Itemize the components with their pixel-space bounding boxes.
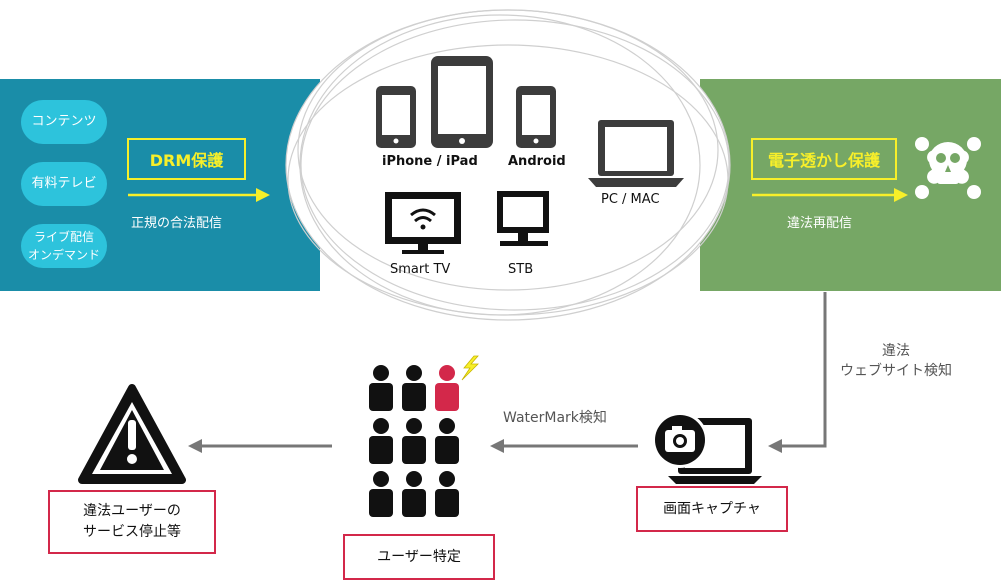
content-bubble: コンテンツ (21, 100, 107, 144)
illegal-redistribution-label: 違法再配信 (787, 216, 853, 231)
android-phone-icon (516, 86, 556, 148)
android-label: Android (508, 154, 566, 169)
stb-icon (497, 191, 549, 246)
illegal-site-detect-label: 違法 ウェブサイト検知 (840, 343, 952, 379)
drm-protection-label: DRM保護 (149, 151, 224, 170)
ipad-icon (431, 56, 493, 148)
screen-capture-icon (652, 412, 762, 484)
watermark-protection-label: 電子透かし保護 (767, 151, 880, 170)
paid-tv-bubble: 有料テレビ (21, 162, 107, 206)
watermark-protection-box: 電子透かし保護 (751, 138, 897, 180)
service-stop-box: 違法ユーザーの サービス停止等 (48, 490, 216, 554)
screen-capture-label: 画面キャプチャ (663, 500, 761, 517)
detect-arrow (780, 292, 827, 448)
live-vod-label: ライブ配信 オンデマンド (27, 230, 100, 262)
drm-arrow (128, 188, 270, 202)
lightning-icon (461, 355, 479, 381)
content-label: コンテンツ (31, 114, 97, 129)
warning-icon (78, 384, 186, 484)
identified-user-icon (435, 365, 459, 411)
drm-protection-box: DRM保護 (127, 138, 246, 180)
illegal-distribution-band (700, 79, 1001, 291)
smart-tv-label: Smart TV (390, 262, 451, 277)
iphone-ipad-label: iPhone / iPad (382, 154, 478, 169)
users-grid-icon (369, 355, 479, 517)
stb-label: STB (508, 262, 534, 277)
service-stop-label: 違法ユーザーの サービス停止等 (83, 503, 181, 540)
user-identify-box: ユーザー特定 (343, 534, 495, 580)
watermark-detect-label: WaterMark検知 (503, 410, 607, 426)
skull-icon (915, 137, 981, 199)
live-vod-bubble: ライブ配信 オンデマンド (21, 224, 107, 268)
laptop-icon (588, 120, 684, 187)
watermark-arrow (752, 188, 908, 202)
iphone-icon (376, 86, 416, 148)
pc-mac-label: PC / MAC (601, 192, 660, 207)
screen-capture-box: 画面キャプチャ (636, 486, 788, 532)
paid-tv-label: 有料テレビ (31, 176, 97, 191)
smart-tv-icon (385, 192, 461, 254)
legit-distribution-label: 正規の合法配信 (131, 216, 223, 231)
user-identify-label: ユーザー特定 (377, 548, 461, 565)
